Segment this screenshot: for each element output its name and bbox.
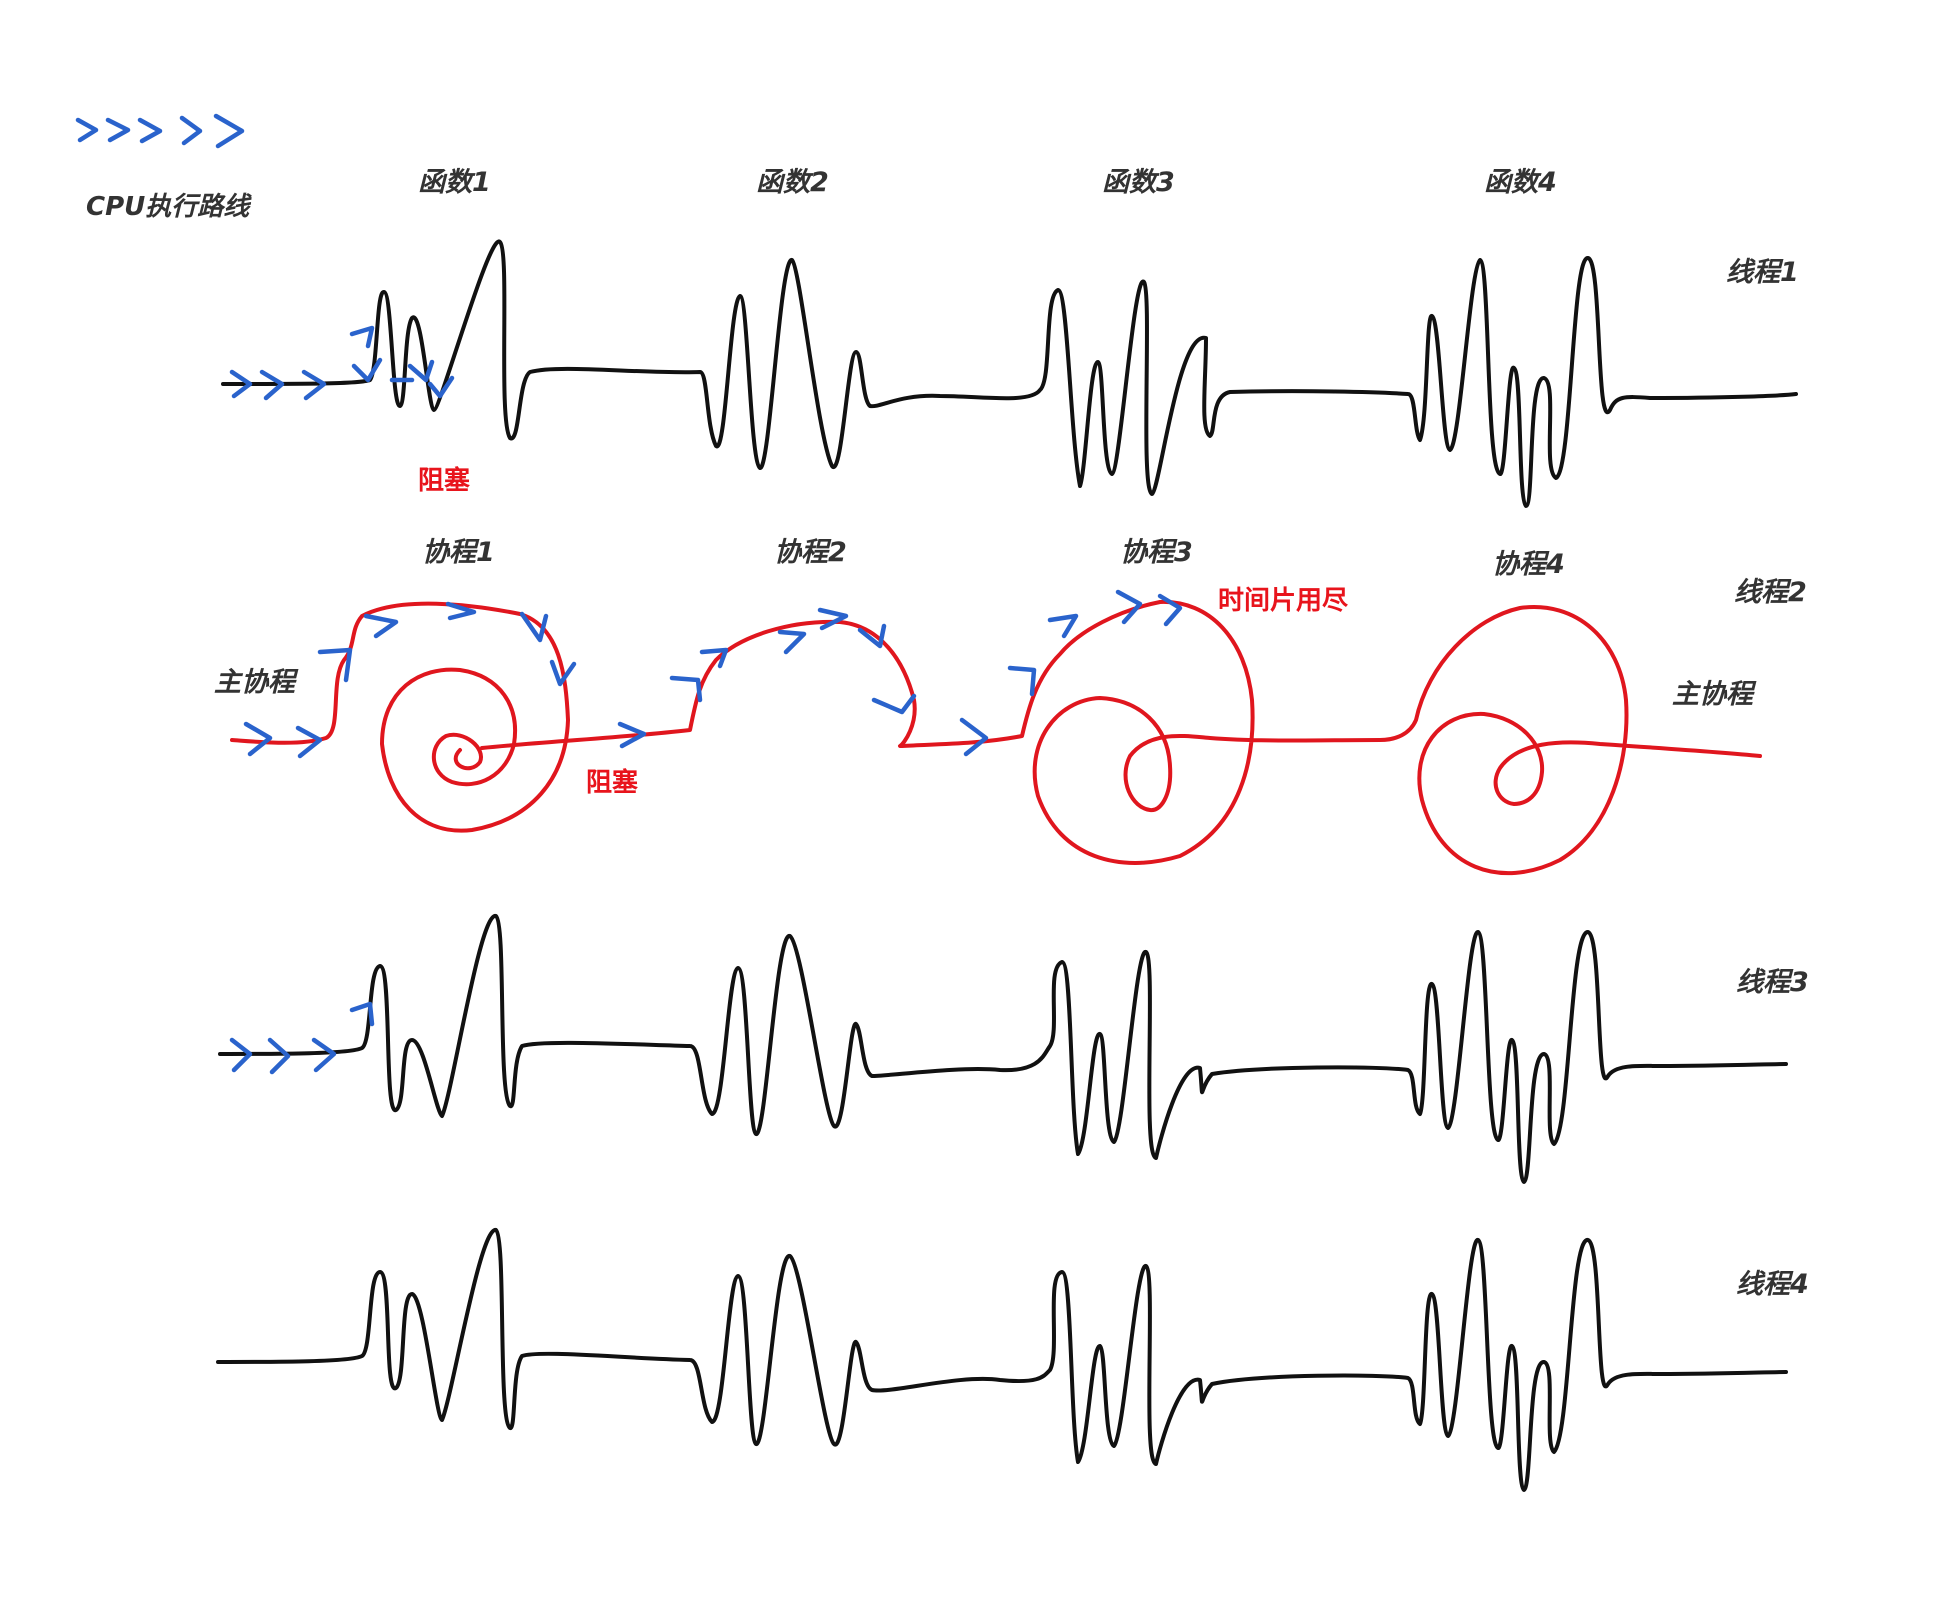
thread-2-coroutine-path [230,599,1762,876]
coroutine-label-1: 协程1 [422,537,495,568]
main-coroutine-label-left: 主协程 [214,667,295,698]
main-coroutine-label-right: 主协程 [1672,679,1753,710]
blocked-annotation-thread-1: 阻塞 [418,466,471,496]
cpu-path-chevrons-thread-3 [229,1001,375,1075]
function-label-1: 函数1 [418,167,491,198]
thread-3-waveform [218,913,1788,1184]
thread-label-1: 线程1 [1726,257,1799,288]
function-label-4: 函数4 [1484,167,1557,198]
thread-4-waveform [216,1227,1788,1492]
function-label-2: 函数2 [756,167,829,198]
thread-1-waveform [221,239,1798,508]
function-label-3: 函数3 [1102,167,1175,198]
blocked-annotation-coroutine-1: 阻塞 [586,768,639,798]
thread-label-4: 线程4 [1736,1269,1809,1300]
cpu-path-chevrons-thread-1 [229,325,455,401]
legend-label: CPU执行路线 [86,192,250,222]
coroutine-label-4: 协程4 [1492,549,1565,580]
chevron-arrows-icon [75,113,245,149]
coroutine-label-3: 协程3 [1120,537,1193,568]
cpu-path-chevrons-thread-2 [243,589,1183,759]
coroutine-label-2: 协程2 [774,537,847,568]
time-slice-exhausted-annotation: 时间片用尽 [1218,586,1349,616]
thread-label-2: 线程2 [1734,577,1807,608]
thread-label-3: 线程3 [1736,967,1809,998]
